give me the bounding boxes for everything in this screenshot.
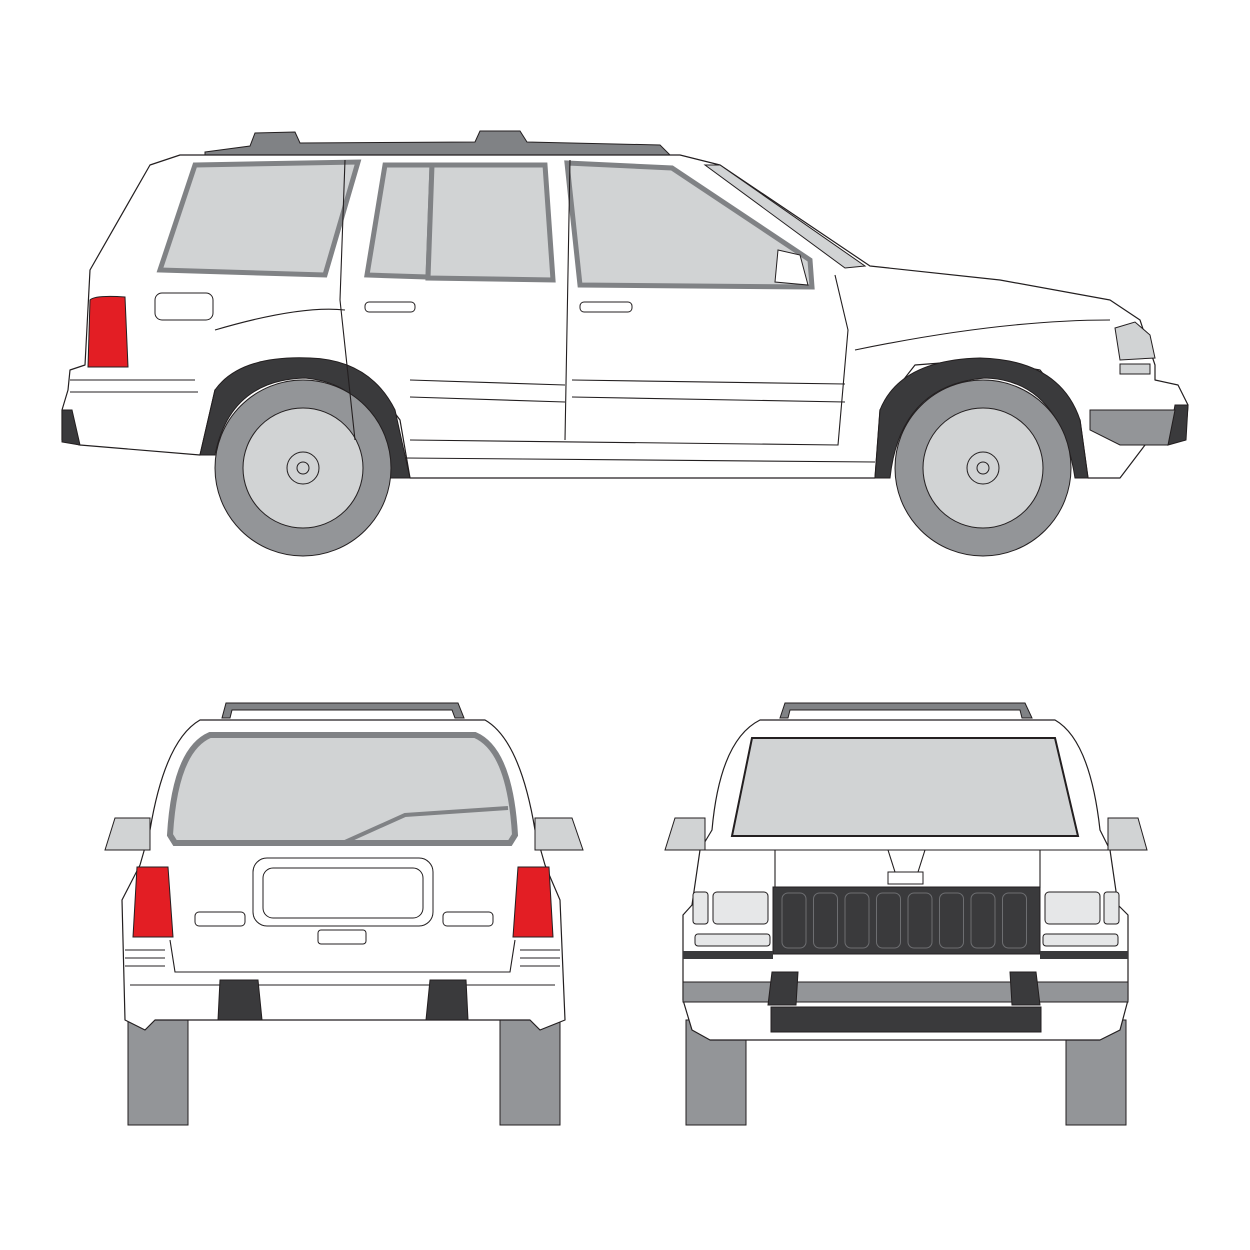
grille-slot xyxy=(844,892,870,949)
grille-slot xyxy=(907,892,933,949)
side-turn-signal xyxy=(1119,363,1151,375)
front-hood-lines xyxy=(705,849,1110,888)
side-windshield xyxy=(703,164,867,269)
front-roof-rack xyxy=(779,702,1033,719)
front-grille-slots xyxy=(777,892,1032,1030)
front-turn-right xyxy=(1042,933,1119,947)
front-mirror-right xyxy=(1107,817,1148,851)
front-windshield xyxy=(730,737,1080,837)
side-roof-rack xyxy=(204,130,672,157)
front-view xyxy=(664,702,1148,1126)
front-turn-left xyxy=(694,933,771,947)
grille-slot xyxy=(813,892,838,949)
front-bumper-strip-right xyxy=(1040,951,1128,959)
front-headlight-left xyxy=(712,891,769,925)
rear-roof-rack xyxy=(221,702,465,719)
side-fuel-door xyxy=(154,292,214,321)
side-door-seams xyxy=(339,159,849,446)
side-front-door-window xyxy=(564,160,815,290)
rear-view xyxy=(104,702,584,1126)
rear-bumper-lines xyxy=(125,939,560,986)
side-front-door-handle xyxy=(579,301,633,313)
side-rear-bumper-end xyxy=(61,409,81,446)
side-rear-door-handle xyxy=(364,301,416,313)
side-body-lines xyxy=(70,308,1111,463)
rear-license-plate xyxy=(262,867,424,919)
rear-taillight-left xyxy=(132,866,174,938)
side-rear-door-window xyxy=(425,162,556,283)
front-hood-emblem xyxy=(887,871,924,885)
front-headlight-right xyxy=(1044,891,1101,925)
rear-mudflap-right xyxy=(425,979,469,1021)
side-front-bumper xyxy=(1089,409,1176,446)
side-taillight xyxy=(87,295,129,368)
side-rear-quarter-window xyxy=(156,159,362,278)
side-mirror xyxy=(774,249,809,286)
side-front-wheel-arch xyxy=(874,357,1089,479)
grille-slot xyxy=(1002,892,1027,949)
rear-reflector-left xyxy=(194,911,246,927)
rear-wiper xyxy=(344,806,509,844)
front-mirror-left xyxy=(664,817,706,851)
front-tow-hook-right xyxy=(1009,971,1041,1006)
front-marker-left xyxy=(692,891,709,925)
grille-slot xyxy=(970,892,996,949)
rear-window xyxy=(166,732,519,846)
front-bumper xyxy=(682,981,1129,1003)
side-front-wheel xyxy=(894,379,1072,557)
front-marker-right xyxy=(1103,891,1120,925)
rear-taillight-right xyxy=(512,866,554,938)
side-rear-wheel xyxy=(214,379,392,557)
front-lower-grille xyxy=(770,1006,1042,1033)
rear-handle xyxy=(317,929,367,945)
rear-mudflap-left xyxy=(217,979,263,1021)
side-headlight xyxy=(1114,321,1156,361)
rear-mirror-right xyxy=(534,817,584,851)
grille-slot xyxy=(876,892,901,949)
front-bumper-strip-left xyxy=(683,951,773,959)
rear-mirror-left xyxy=(104,817,151,851)
side-view xyxy=(61,130,1189,557)
grille-slot xyxy=(781,892,807,949)
rear-reflector-right xyxy=(442,911,494,927)
grille-slot xyxy=(939,892,964,949)
front-tow-hook-left xyxy=(767,971,799,1006)
